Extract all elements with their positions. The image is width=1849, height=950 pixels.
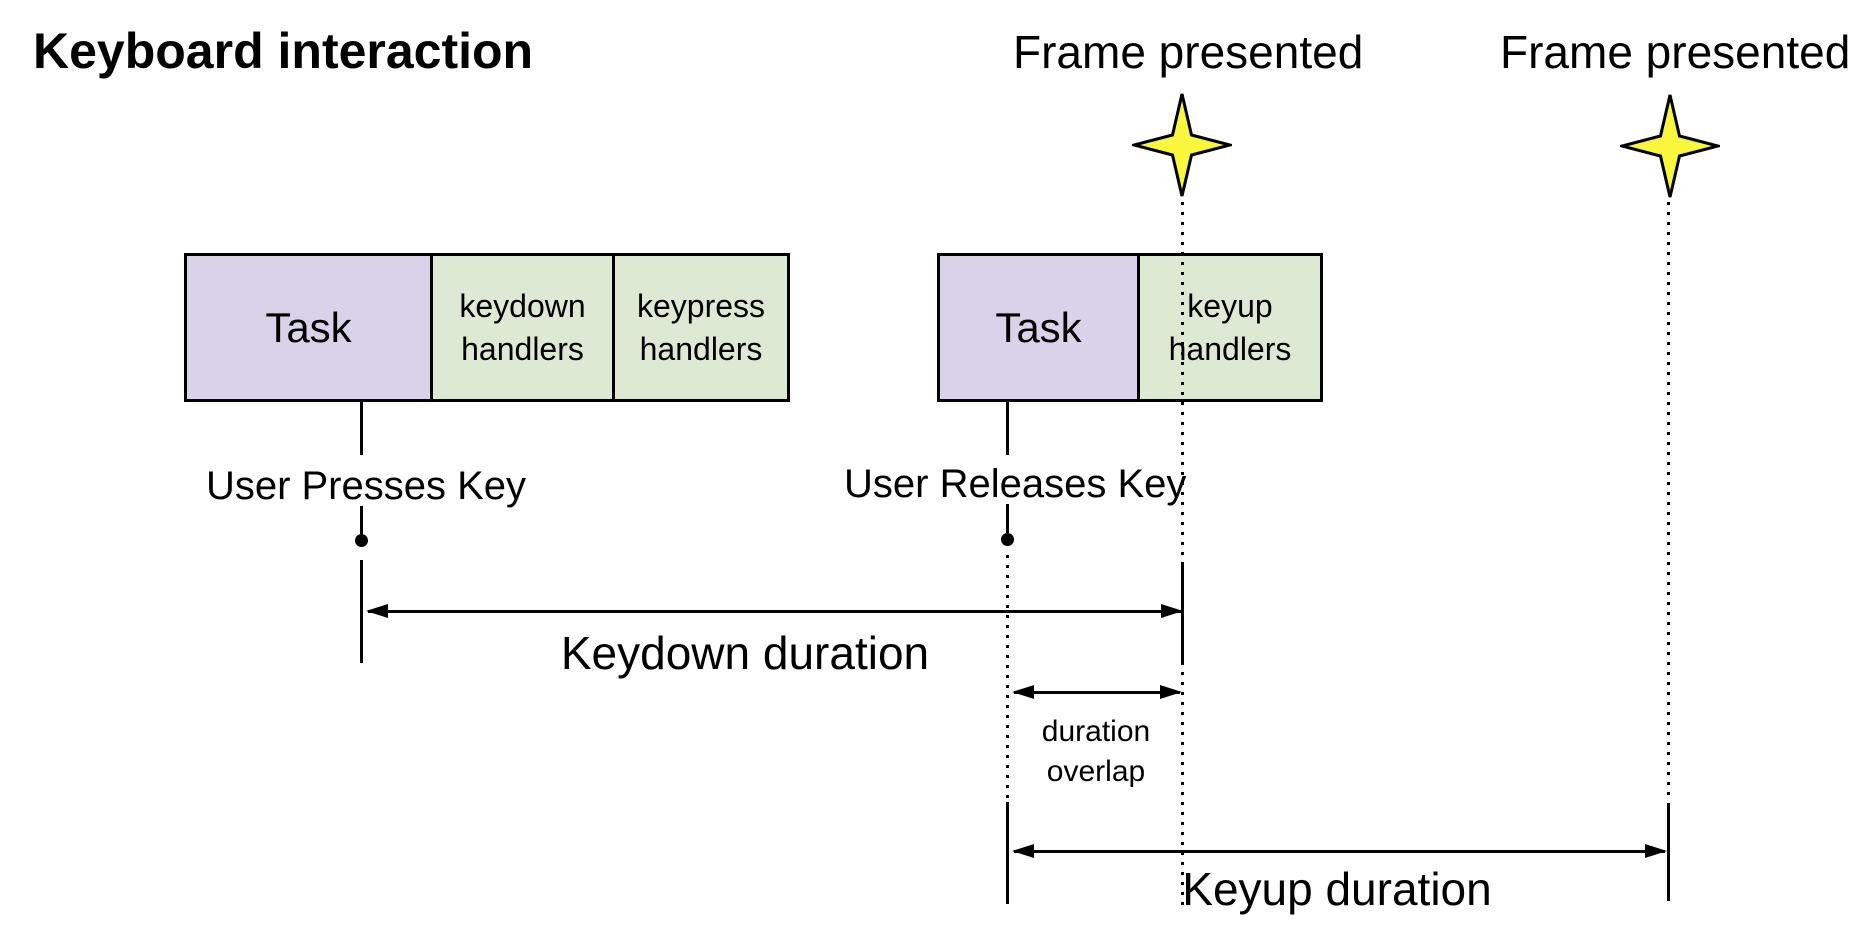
keyup-arrow-left-tick (1006, 802, 1009, 904)
arrowhead-right-icon (1645, 844, 1667, 858)
keydown-duration-arrow (366, 603, 1183, 620)
user-presses-key-label: User Presses Key (205, 464, 527, 508)
frame-1-dotted-timeline (1181, 202, 1184, 905)
press-event-tick (360, 560, 363, 663)
arrowhead-right-icon (1161, 604, 1183, 618)
frame-2-dotted-timeline (1667, 202, 1670, 800)
frame-presented-star-icon-1 (1132, 93, 1232, 197)
keypress-handlers-segment: keypress handlers (612, 256, 787, 399)
duration-overlap-arrow (1012, 684, 1182, 701)
task-bar-1: Task keydown handlers keypress handlers (184, 253, 790, 402)
press-event-line-upper (360, 402, 363, 455)
keyup-duration-arrow (1012, 843, 1667, 860)
page-title: Keyboard interaction (33, 23, 534, 79)
press-event-dot (355, 534, 368, 547)
release-event-line-mid (1006, 504, 1009, 533)
release-event-line-upper (1006, 402, 1009, 455)
user-releases-key-label: User Releases Key (844, 462, 1187, 506)
keyup-arrow-right-tick (1667, 803, 1670, 901)
arrowhead-right-icon (1160, 685, 1182, 699)
keydown-arrow-shaft (368, 610, 1181, 613)
arrowhead-left-icon (366, 604, 388, 618)
frame-presented-label-2: Frame presented (1500, 26, 1849, 78)
arrowhead-left-icon (1012, 844, 1034, 858)
task-segment-1: Task (187, 256, 430, 399)
keyup-duration-label: Keyup duration (1182, 863, 1492, 915)
release-event-dotted-line (1006, 555, 1009, 800)
keyup-handlers-segment: keyup handlers (1137, 256, 1320, 399)
frame-presented-label-1: Frame presented (1013, 26, 1364, 78)
keyup-arrow-shaft (1014, 850, 1665, 853)
keydown-duration-label: Keydown duration (560, 627, 930, 679)
task-bar-2: Task keyup handlers (937, 253, 1323, 402)
release-event-dot (1001, 533, 1014, 546)
press-event-line-mid (360, 506, 363, 534)
overlap-arrow-shaft (1014, 691, 1180, 694)
arrowhead-left-icon (1012, 685, 1034, 699)
frame-presented-star-icon-2 (1620, 94, 1720, 198)
keydown-handlers-segment: keydown handlers (430, 256, 612, 399)
task-segment-2: Task (940, 256, 1137, 399)
duration-overlap-label: duration overlap (1041, 715, 1151, 788)
